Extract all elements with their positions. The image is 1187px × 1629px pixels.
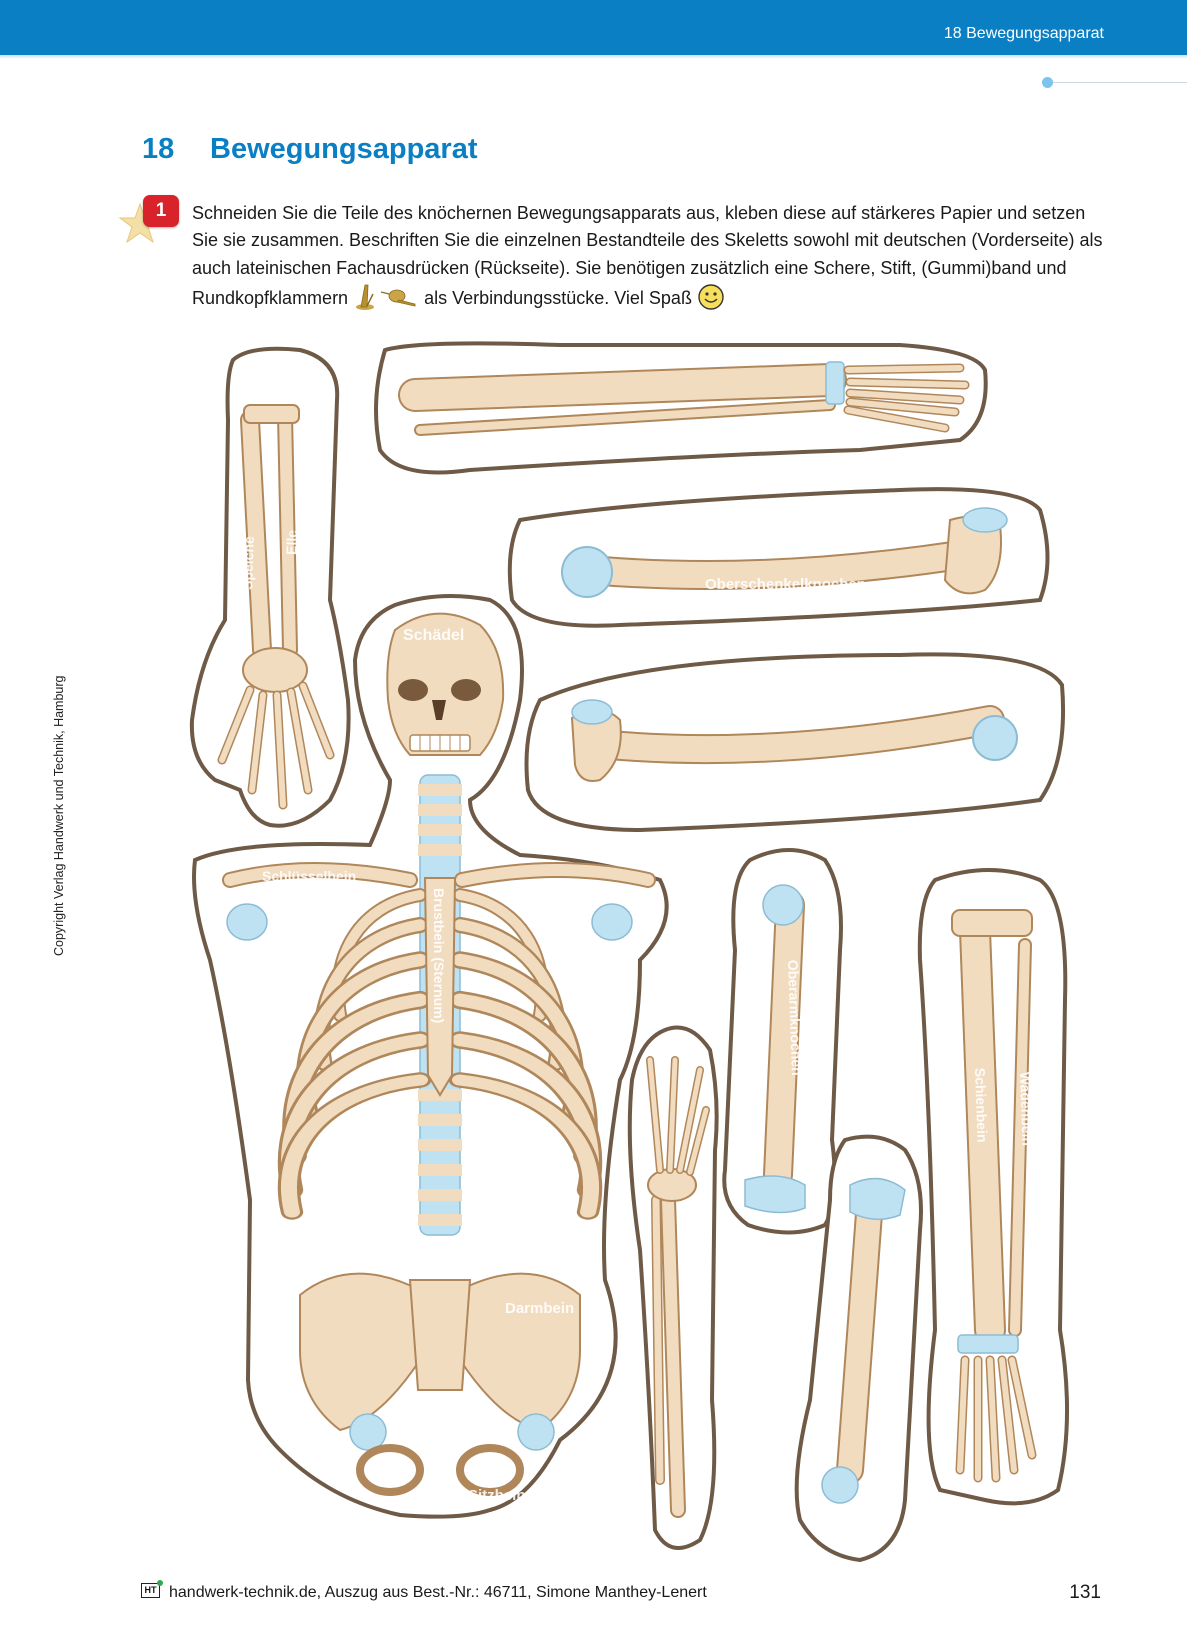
decorative-dot	[1042, 77, 1053, 88]
label-sitzbein: Sitzbein	[468, 1487, 526, 1504]
label-oberschenkel-1: Oberschenkelknochen	[705, 576, 866, 593]
cutout-femur-lower[interactable]	[524, 652, 1066, 833]
skull: Schädel	[386, 612, 505, 756]
chapter-title: 18 Bewegungsapparat	[142, 133, 478, 166]
cutout-forearm[interactable]: Speiche Elle	[189, 346, 351, 828]
chapter-number: 18	[142, 133, 175, 165]
running-head: 18 Bewegungsapparat	[943, 25, 1104, 42]
cutout-lower-leg-vertical[interactable]: Schienbein Wadenbein	[917, 868, 1070, 1506]
task-text-part2: als Verbindungsstücke. Viel Spaß	[424, 287, 692, 308]
label-wadenbein: Wadenbein	[1017, 1072, 1036, 1147]
label-schaedel: Schädel	[403, 627, 464, 644]
page-number: 131	[1069, 1582, 1101, 1603]
smiley-icon	[698, 284, 724, 310]
label-elle: Elle	[283, 529, 300, 555]
cutout-humerus[interactable]: Oberarmknochen	[722, 848, 843, 1235]
cutout-forearm-hand-2[interactable]	[627, 1025, 719, 1550]
footer-text: handwerk-technik.de, Auszug aus Best.-Nr…	[169, 1584, 707, 1601]
label-brustbein: Brustbein (Sternum)	[431, 888, 447, 1023]
task-instructions: Schneiden Sie die Teile des knöchernen B…	[192, 200, 1112, 312]
cutout-lower-leg-horizontal[interactable]	[374, 341, 988, 475]
publisher-logo: HT	[141, 1580, 163, 1598]
label-darmbein: Darmbein	[505, 1300, 574, 1317]
label-oberarm: Oberarmknochen	[785, 960, 805, 1076]
cutout-torso[interactable]: Schädel Schlüsselbein Brustbein (Stern	[192, 594, 669, 1519]
cutout-femur-upper[interactable]: Oberschenkelknochen	[507, 487, 1050, 628]
header-shadow	[0, 55, 1187, 59]
cutout-femur-vertical[interactable]	[794, 1134, 923, 1563]
chapter-title-text: Bewegungsapparat	[210, 133, 478, 165]
task-number-badge: 1	[143, 195, 179, 227]
pelvis: Darmbein Sitzbein	[299, 1272, 581, 1504]
label-schluesselbein: Schlüsselbein	[262, 868, 356, 884]
decorative-line	[1053, 82, 1187, 83]
header-bar	[0, 0, 1187, 55]
label-schienbein: Schienbein	[972, 1068, 991, 1143]
paper-fastener-icon	[356, 284, 416, 310]
task-text-part1: Schneiden Sie die Teile des knöchernen B…	[192, 203, 1103, 308]
label-speiche: Speiche	[239, 536, 257, 590]
